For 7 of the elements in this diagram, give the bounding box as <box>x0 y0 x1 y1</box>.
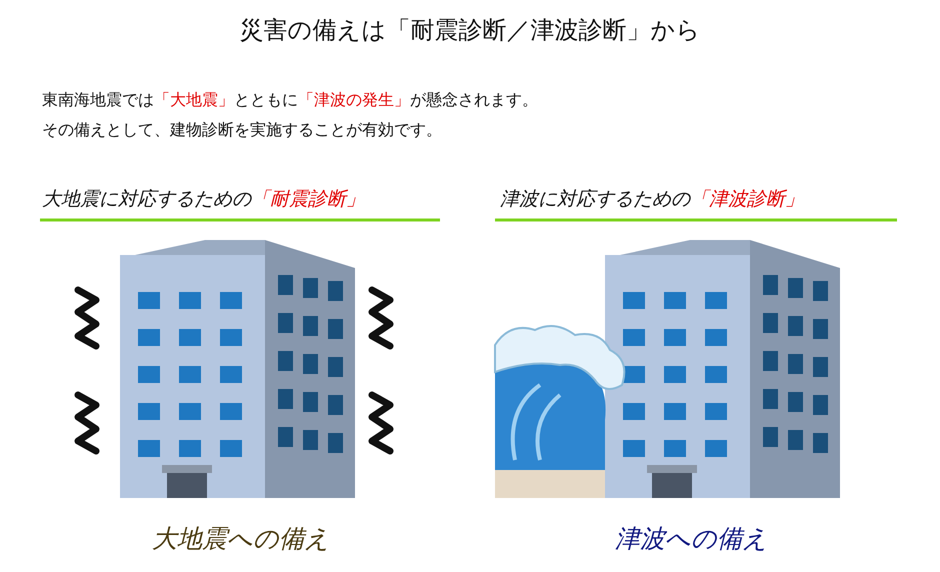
intro-text: 東南海地震では「大地震」とともに「津波の発生」が懸念されます。 <box>42 90 538 111</box>
caption: 津波への備え <box>615 523 768 555</box>
section-heading: 大地震に対応するための「耐震診断」 <box>42 187 365 212</box>
title: 災害の備えは「耐震診断／津波診断」から <box>238 15 702 46</box>
section-heading: 津波に対応するための「津波診断」 <box>500 187 804 212</box>
intro-text: その備えとして、建物診断を実施することが有効です。 <box>42 120 442 141</box>
caption: 大地震への備え <box>152 523 330 555</box>
